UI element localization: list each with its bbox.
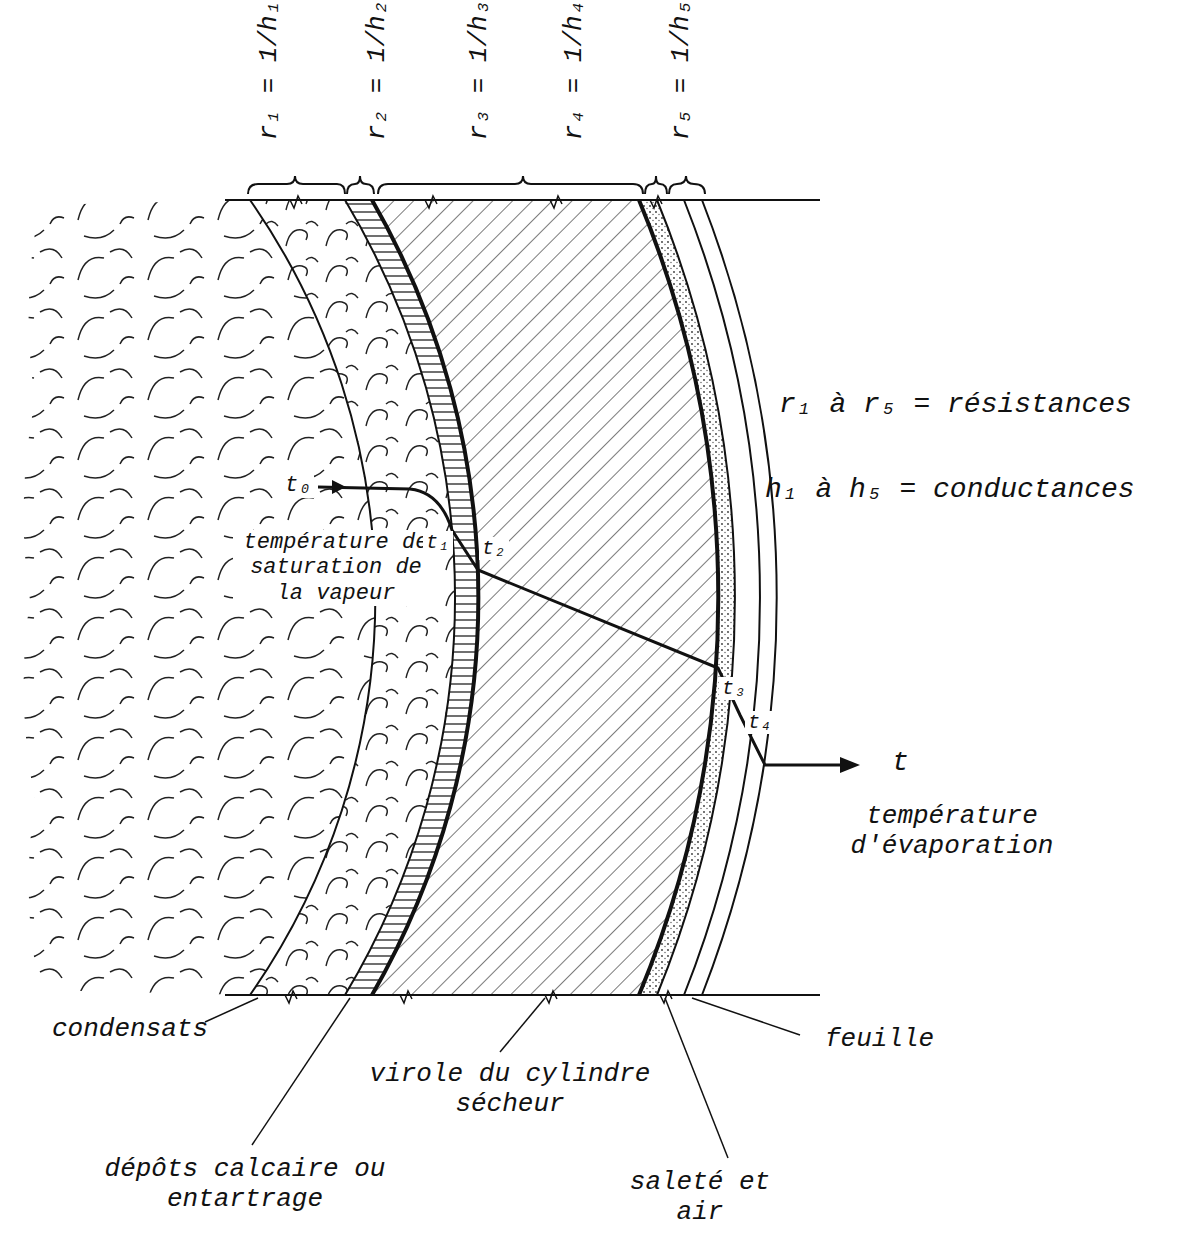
text-label: virole du cylindre sécheur	[360, 1060, 660, 1120]
resistance-label: r₃ = 1/h₃	[465, 0, 495, 140]
text-label: h₁ à h₅ = conductances	[765, 474, 1135, 506]
text-label: t₀	[282, 473, 314, 498]
text-label: t₂	[479, 537, 509, 560]
leader-lines	[205, 998, 800, 1158]
text-label: t	[892, 747, 909, 779]
dirt-air-layer	[639, 200, 735, 995]
text-label: t₃	[719, 677, 749, 700]
layer-boundaries	[225, 200, 820, 995]
text-label: dépôts calcaire ou entartrage	[85, 1155, 405, 1215]
resistance-braces	[248, 176, 705, 194]
text-label: température d'évaporation	[822, 802, 1082, 862]
resistance-label: r₅ = 1/h₅	[667, 0, 697, 140]
text-label: t₁	[423, 531, 453, 554]
text-label: saleté et air	[625, 1168, 775, 1228]
resistance-label: r₄ = 1/h₄	[560, 0, 590, 140]
text-label: feuille	[825, 1025, 934, 1055]
resistance-label: r₂ = 1/h₂	[363, 0, 393, 140]
text-label: r₁ à r₅ = résistances	[779, 389, 1132, 421]
temperature-profile	[318, 480, 860, 773]
resistance-label: r₁ = 1/h₁	[255, 0, 285, 140]
text-label: t₄	[745, 711, 775, 734]
text-label: condensats	[52, 1015, 208, 1045]
text-label: température de saturation de la vapeur	[233, 530, 439, 606]
